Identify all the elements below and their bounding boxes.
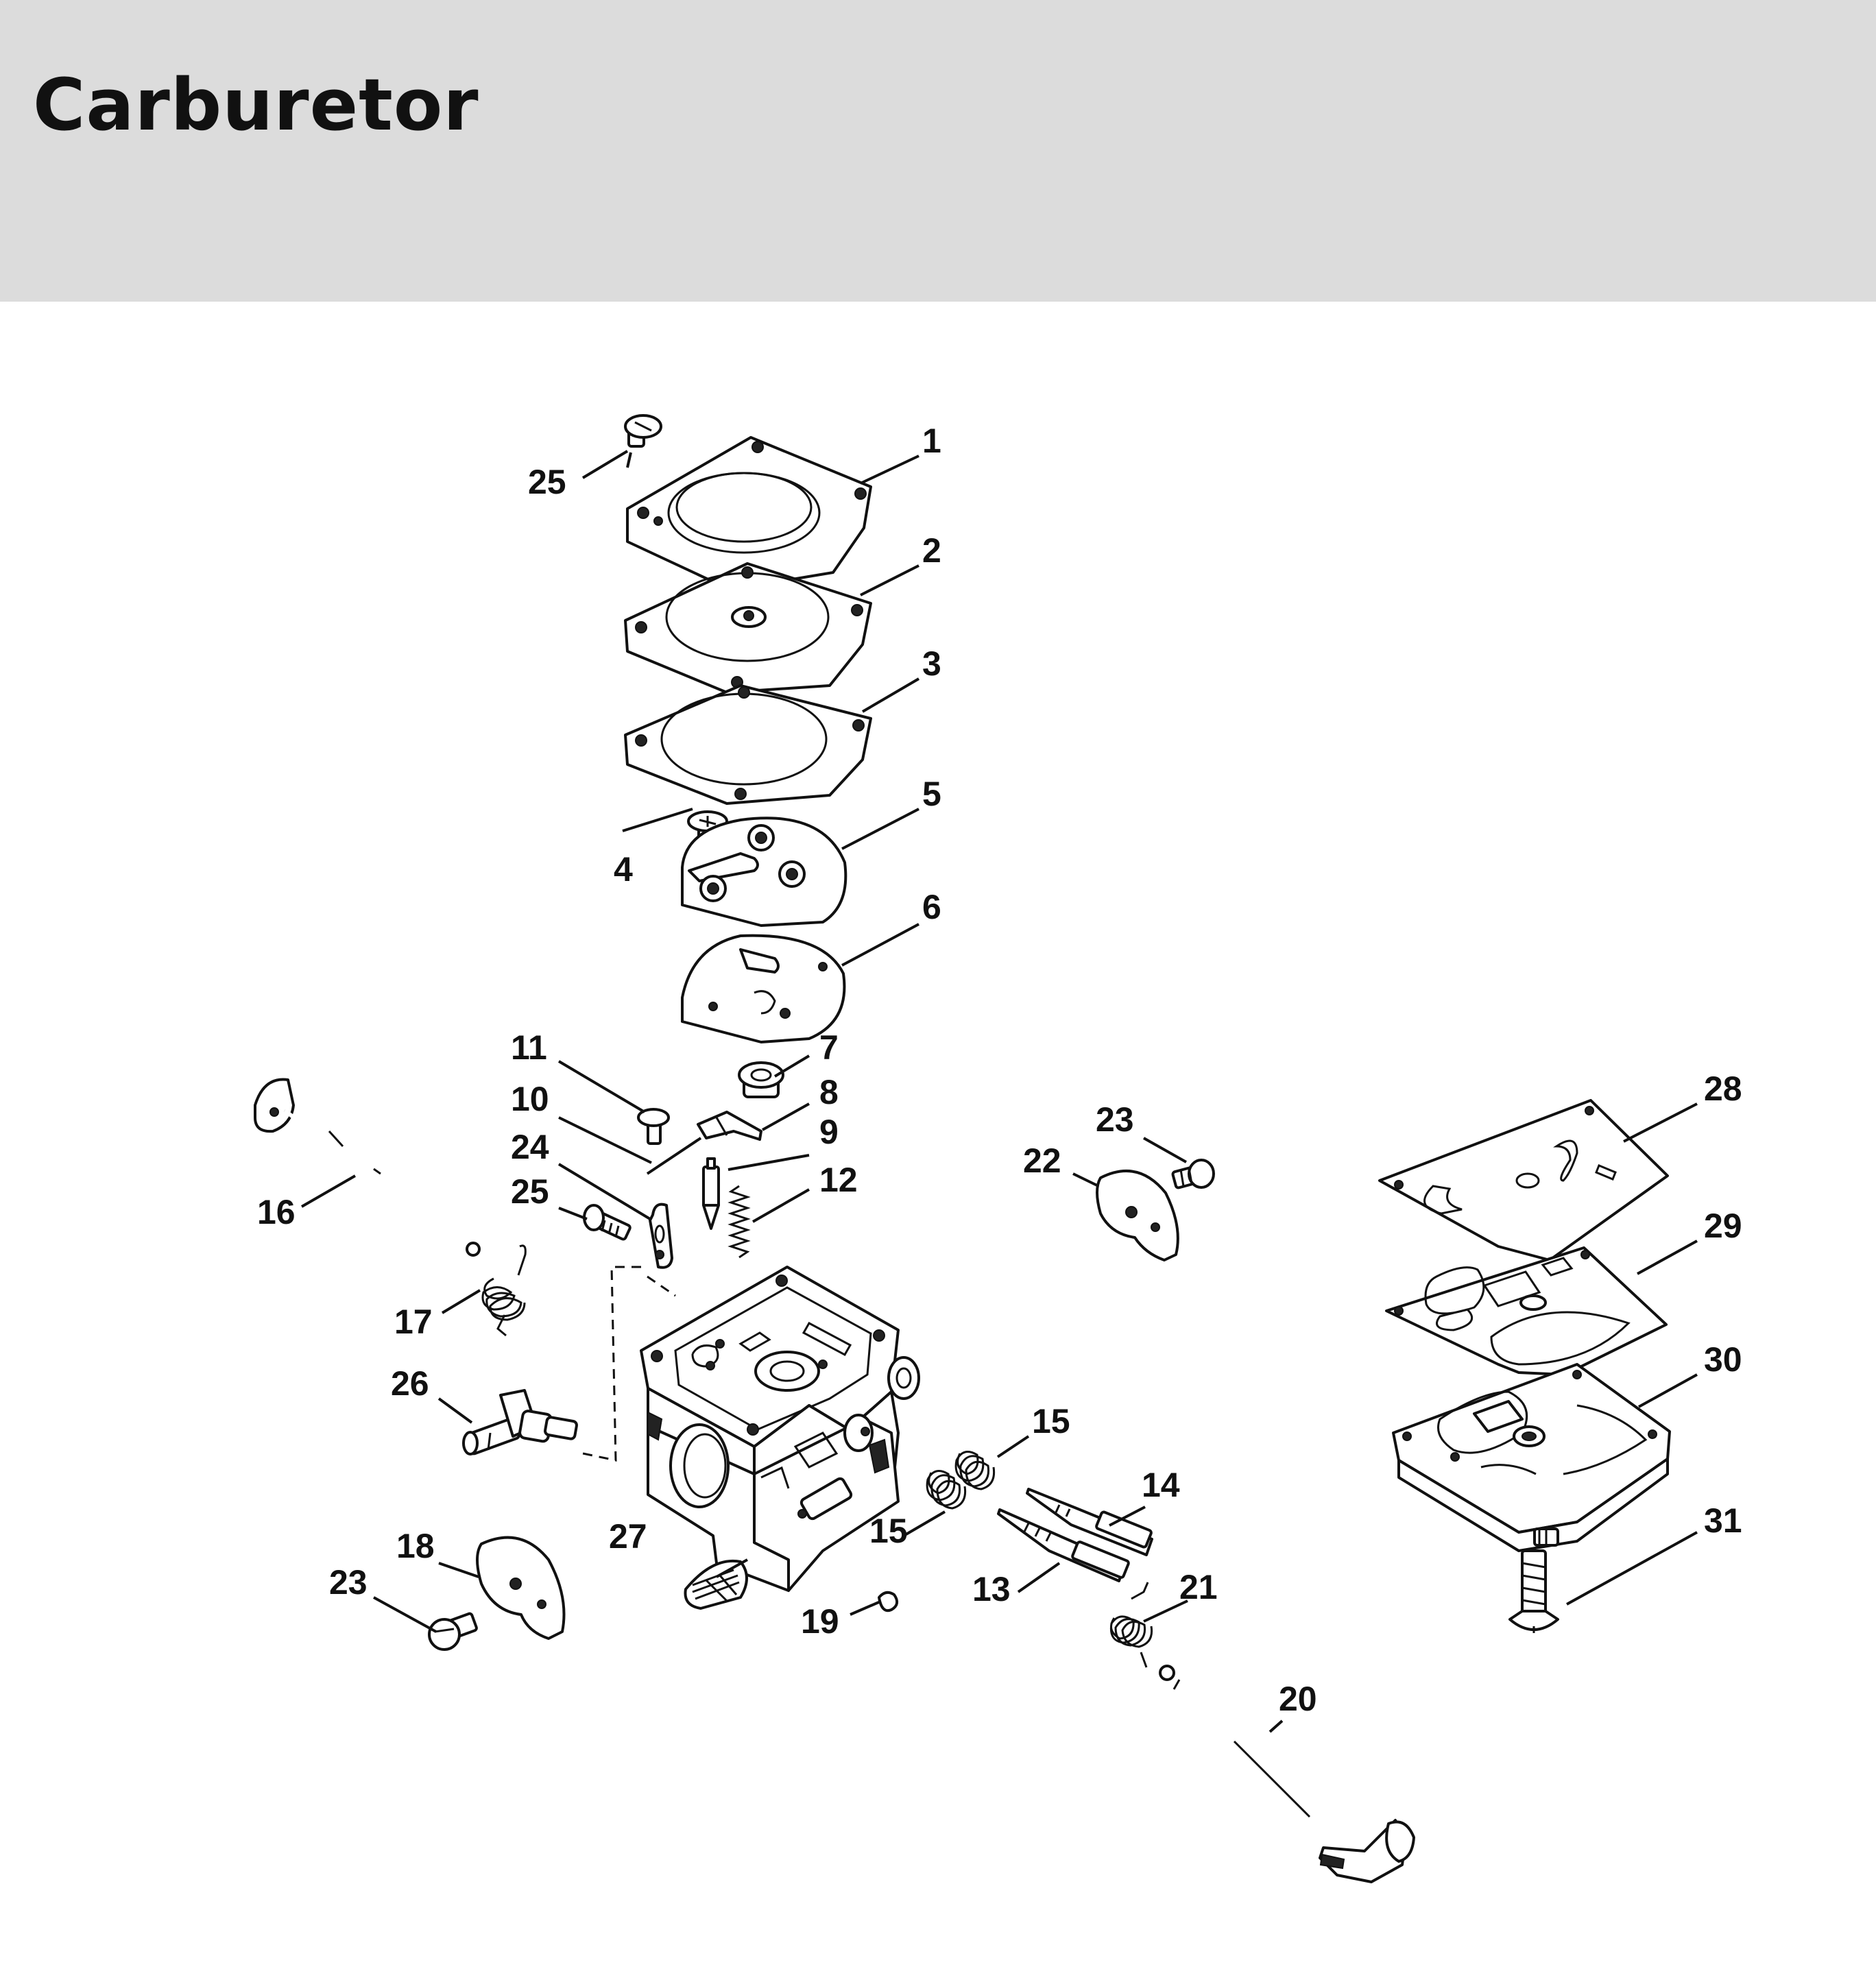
part-25-screw-middle — [583, 1204, 632, 1241]
part-9-needle — [702, 1157, 720, 1230]
label-11: 11 — [511, 1028, 547, 1067]
part-8-lever — [697, 1111, 762, 1141]
label-29: 29 — [1704, 1207, 1742, 1245]
label-23-upper: 23 — [1096, 1100, 1134, 1139]
label-15-top: 15 — [1032, 1402, 1070, 1440]
label-12: 12 — [819, 1161, 858, 1199]
part-29-diaphragm — [1385, 1246, 1668, 1376]
label-20: 20 — [1279, 1680, 1317, 1718]
label-3: 3 — [922, 644, 941, 683]
label-27: 27 — [609, 1517, 647, 1556]
label-6: 6 — [922, 888, 941, 926]
part-28-gasket — [1378, 1099, 1669, 1261]
part-24-bracket — [649, 1203, 673, 1269]
label-30: 30 — [1704, 1340, 1742, 1379]
label-25-middle: 25 — [511, 1172, 549, 1211]
label-18: 18 — [396, 1527, 435, 1565]
part-5-plate — [681, 817, 847, 927]
part-12-spring — [727, 1185, 751, 1259]
label-5: 5 — [922, 775, 941, 813]
label-25-top: 25 — [528, 463, 566, 501]
part-25-screw-top — [624, 414, 662, 448]
part-27-filter — [684, 1559, 748, 1610]
label-24: 24 — [511, 1128, 549, 1166]
label-2: 2 — [922, 531, 941, 570]
part-10-pin — [646, 1137, 702, 1175]
part-2-diaphragm — [624, 562, 872, 694]
part-3-gasket — [624, 684, 872, 805]
part-13-needle — [997, 1508, 1130, 1582]
label-26: 26 — [391, 1364, 429, 1403]
callout-labels: 1 2 3 5 6 7 8 9 12 11 10 24 25 25 4 16 1… — [257, 422, 1742, 1718]
label-17: 17 — [394, 1303, 433, 1341]
part-23-screw-upper — [1171, 1159, 1215, 1189]
label-10: 10 — [511, 1080, 549, 1118]
part-31-screw — [1508, 1549, 1559, 1633]
label-21: 21 — [1179, 1568, 1218, 1606]
part-26-elbow — [462, 1389, 578, 1455]
label-19: 19 — [801, 1602, 839, 1641]
label-15-bottom: 15 — [869, 1512, 908, 1550]
part-17-spring — [481, 1244, 527, 1337]
part-18-plate — [476, 1536, 566, 1640]
part-6-plate — [681, 934, 846, 1043]
part-16-shaft — [254, 1078, 481, 1257]
label-22: 22 — [1023, 1141, 1061, 1180]
part-15-springs — [926, 1451, 996, 1510]
label-31: 31 — [1704, 1501, 1742, 1540]
label-7: 7 — [819, 1028, 839, 1067]
label-23-lower: 23 — [329, 1563, 368, 1602]
label-8: 8 — [819, 1073, 839, 1111]
dashed-assembly-line — [582, 1266, 676, 1462]
label-16: 16 — [257, 1193, 296, 1231]
part-14-needle — [1026, 1488, 1153, 1556]
carburetor-body — [640, 1266, 920, 1592]
label-4: 4 — [614, 850, 633, 889]
part-20-shaft — [1159, 1665, 1415, 1883]
part-23-screw-lower — [428, 1612, 478, 1651]
part-30-pump-cover — [1392, 1363, 1671, 1552]
part-11-screw — [637, 1108, 670, 1145]
label-9: 9 — [819, 1113, 839, 1151]
part-19-clip — [878, 1591, 899, 1612]
part-21-spring — [1109, 1582, 1153, 1668]
part-22-plate — [1096, 1169, 1179, 1261]
label-28: 28 — [1704, 1070, 1742, 1108]
label-1: 1 — [922, 422, 941, 460]
label-14: 14 — [1142, 1466, 1180, 1504]
label-13: 13 — [972, 1570, 1011, 1608]
page-title: Carburetor — [33, 63, 479, 147]
part-7-plug — [738, 1061, 784, 1098]
leader-lines — [301, 450, 1698, 1733]
header-bar: Carburetor — [0, 0, 1876, 302]
